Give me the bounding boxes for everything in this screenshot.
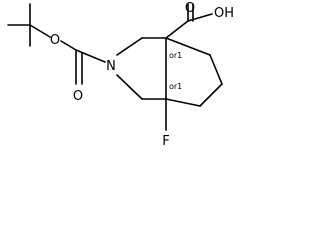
carboxylic-acid-group	[165, 3, 213, 39]
ring-nitrogen-label: N	[106, 59, 116, 74]
stereo-label-lower: or1	[169, 82, 182, 91]
n-to-upper-ch2-bond	[116, 37, 143, 56]
stereocenter-to-acid-carbon-bond	[165, 20, 189, 39]
ester-oxygen-label: O	[50, 33, 60, 48]
tert-butyl-group	[7, 3, 51, 47]
hydroxyl-label: OH	[214, 6, 234, 21]
stereo-label-upper: or1	[169, 51, 182, 60]
lower-ch2-to-n-bond	[116, 74, 143, 100]
acid-carbonyl-oxygen-label: O	[185, 1, 195, 16]
carbonyl-oxygen-label: O	[73, 89, 83, 104]
cp-bond-1	[165, 37, 211, 56]
carbonyl-to-nitrogen-bond	[75, 49, 106, 63]
pyrrolidine-ring	[116, 37, 167, 100]
fluorine-label: F	[162, 134, 169, 149]
cyclopentane-ring	[165, 37, 223, 107]
cp-bond-4	[165, 98, 201, 107]
structure-canvas: O O N OH O F or1 or1	[7, 1, 234, 149]
cp-bond-2	[209, 54, 223, 85]
cp-bond-3	[199, 83, 223, 107]
tbutyl-to-oxygen-bond	[29, 24, 51, 38]
boc-carbamate	[60, 40, 106, 85]
molecule-structure: O O N OH O F or1 or1	[7, 1, 234, 149]
acid-carbon-to-oh-bond	[187, 13, 213, 22]
ester-o-to-carbonyl-bond	[60, 40, 77, 51]
